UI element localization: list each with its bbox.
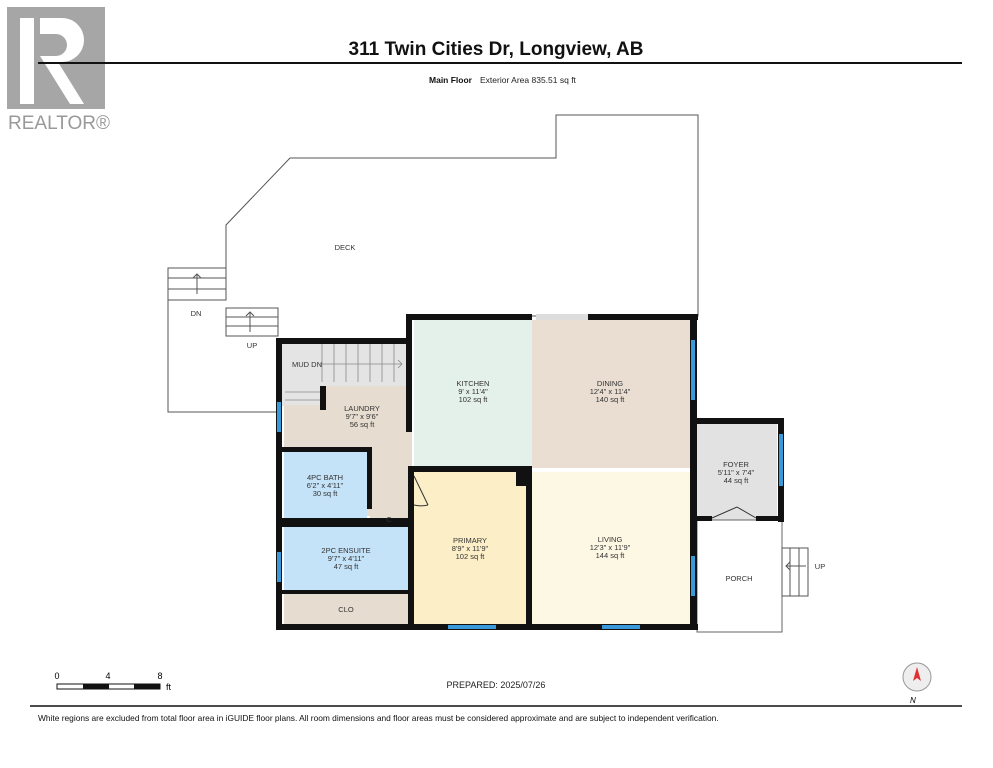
deck-stairs-up-label: UP <box>247 341 257 350</box>
clo-label: CLO <box>338 605 354 614</box>
sliding-door <box>536 314 588 320</box>
porch-stairs <box>781 547 809 597</box>
laundry-area: 56 sq ft <box>350 420 376 429</box>
primary-area: 102 sq ft <box>456 552 486 561</box>
logo-text: REALTOR® <box>8 113 110 134</box>
foyer-door <box>711 506 757 519</box>
floor-name: Main Floor <box>429 75 473 85</box>
porch-area <box>696 519 783 633</box>
clo-room <box>284 594 410 624</box>
deck-label: DECK <box>335 243 356 252</box>
exterior-area: Exterior Area 835.51 sq ft <box>480 75 577 85</box>
dining-area: 140 sq ft <box>596 395 626 404</box>
ensuite-dims: 9'7" x 4'11" <box>328 554 365 563</box>
closet-c-label: C <box>386 515 392 524</box>
scale-label-8: 8 <box>157 671 162 681</box>
foyer-dims: 5'11" x 7'4" <box>718 468 755 477</box>
kitchen-name: KITCHEN <box>457 379 490 388</box>
foyer-area: 44 sq ft <box>724 476 750 485</box>
mud-stairs <box>285 344 403 401</box>
realtor-logo: REALTOR® <box>7 7 110 134</box>
laundry-name: LAUNDRY <box>344 404 380 413</box>
kitchen-area: 102 sq ft <box>459 395 489 404</box>
mud-label: MUD DN <box>292 360 322 369</box>
scale-unit: ft <box>166 682 172 692</box>
living-area: 144 sq ft <box>596 551 626 560</box>
deck-stairs-down <box>167 267 279 337</box>
room-labels: KITCHEN 9' x 11'4" 102 sq ft DINING 12'4… <box>307 379 755 614</box>
4pc-bath-room <box>284 452 367 518</box>
living-dims: 12'3" x 11'9" <box>590 543 631 552</box>
scale-label-0: 0 <box>54 671 59 681</box>
living-room <box>532 472 690 624</box>
windows <box>277 340 783 629</box>
bath4-dims: 6'2" x 4'11" <box>307 481 344 490</box>
primary-room <box>414 472 526 624</box>
dining-name: DINING <box>597 379 623 388</box>
kitchen-dims: 9' x 11'4" <box>458 387 488 396</box>
primary-dims: 8'9" x 11'9" <box>452 544 489 553</box>
dining-dims: 12'4" x 11'4" <box>590 387 631 396</box>
scale-label-4: 4 <box>105 671 110 681</box>
bath4-area: 30 sq ft <box>313 489 339 498</box>
foyer-room <box>697 424 777 520</box>
page-title: 311 Twin Cities Dr, Longview, AB <box>349 39 644 60</box>
porch-stairs-up-label: UP <box>815 562 825 571</box>
foyer-name: FOYER <box>723 460 749 469</box>
prepared-date: PREPARED: 2025/07/26 <box>447 680 546 690</box>
porch-label: PORCH <box>725 574 752 583</box>
dining-room <box>532 320 690 468</box>
primary-name: PRIMARY <box>453 536 487 545</box>
kitchen-room <box>414 320 532 466</box>
deck-stairs-dn-label: DN <box>191 309 202 318</box>
ensuite-name: 2PC ENSUITE <box>321 546 370 555</box>
laundry-dims: 9'7" x 9'6" <box>346 412 379 421</box>
scale-bar: 0 4 8 ft <box>54 671 171 692</box>
compass-icon: N <box>902 662 932 705</box>
living-name: LIVING <box>598 535 623 544</box>
ensuite-area: 47 sq ft <box>334 562 360 571</box>
footer-disclaimer: White regions are excluded from total fl… <box>38 713 719 723</box>
2pc-ensuite-room <box>284 527 410 590</box>
primary-door <box>413 475 429 507</box>
bath4-name: 4PC BATH <box>307 473 343 482</box>
compass-label: N <box>910 696 916 705</box>
